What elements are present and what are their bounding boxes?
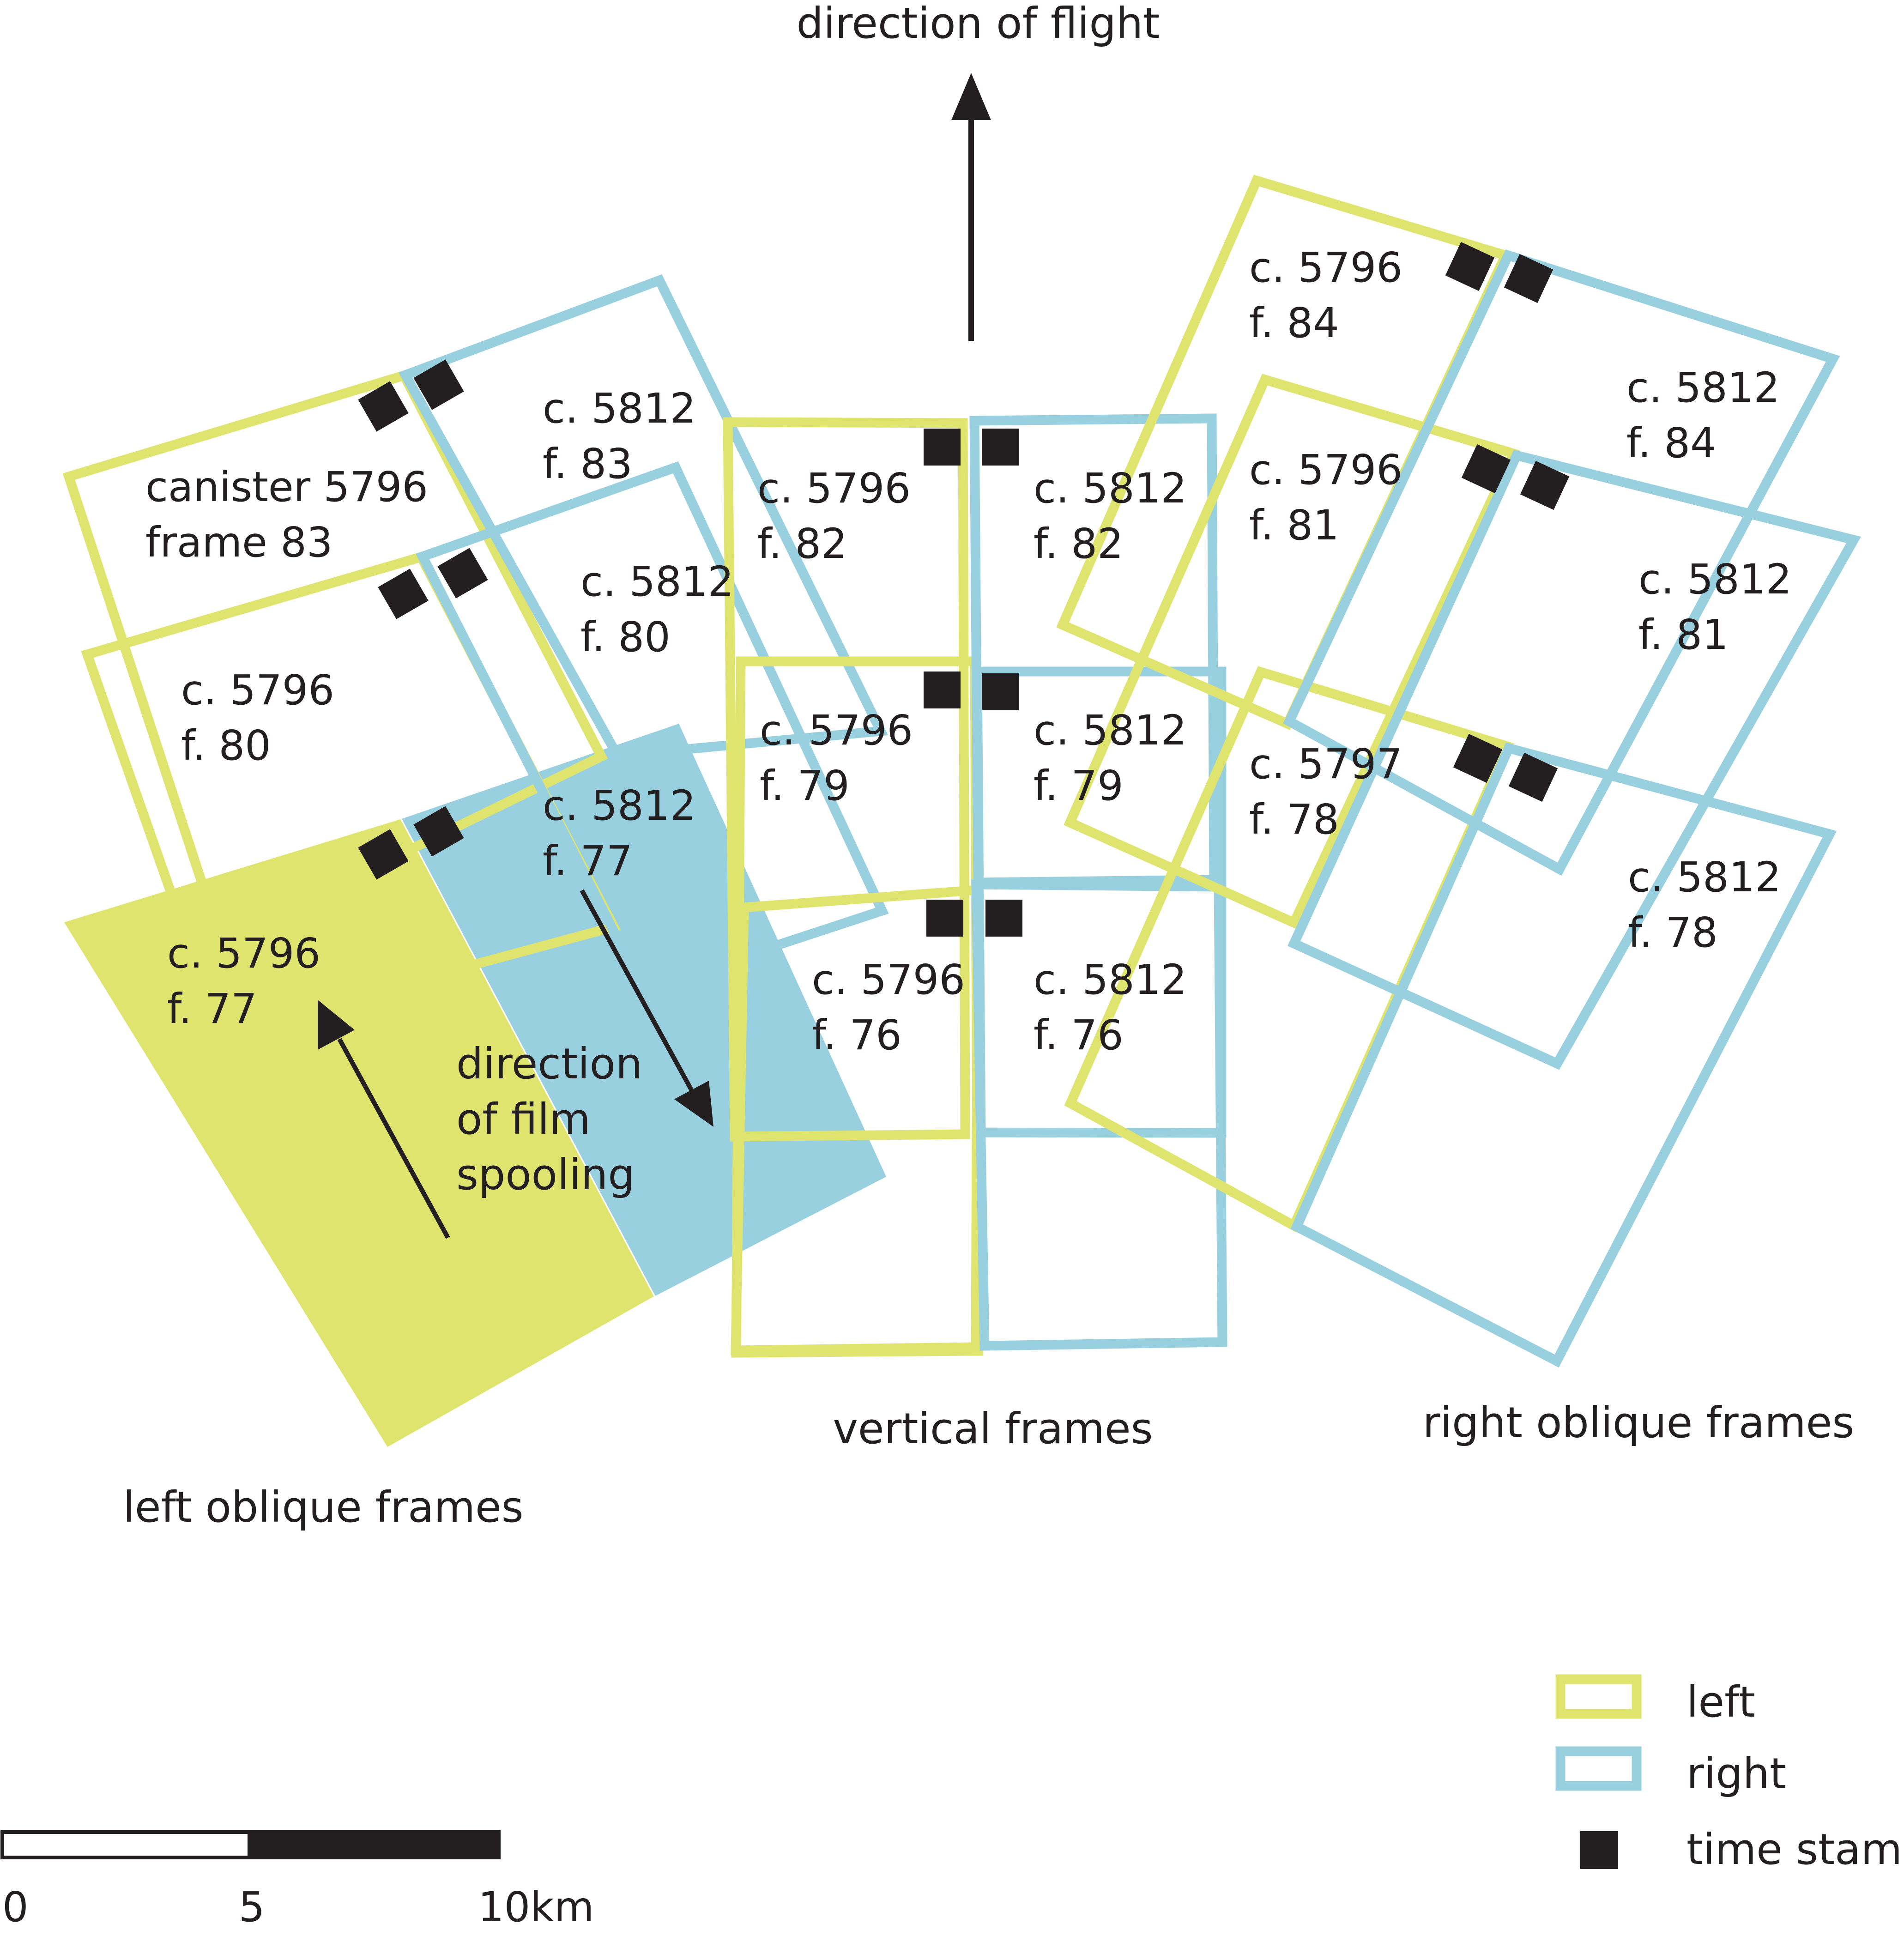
legend-left-label: left: [1686, 1677, 1755, 1727]
timestamp-marker: [1453, 733, 1503, 783]
timestamp-marker: [358, 381, 409, 432]
spooling-down-arrow: [580, 889, 713, 1127]
scale-bar: 0 5 10km: [0, 1830, 594, 1931]
timestamp-marker: [413, 806, 464, 857]
timestamp-marker: [924, 672, 961, 708]
legend-timestamp-label: time stamp: [1686, 1825, 1904, 1874]
frame-right-5812-76: [971, 879, 1227, 1351]
timestamp-marker: [1508, 752, 1558, 802]
frame-right-5812-80: [416, 461, 889, 995]
frame-right-5812-81: [1287, 449, 1861, 1070]
frame-left-5796-83: [62, 369, 608, 949]
scale-tick-10km: 10km: [478, 1883, 594, 1931]
timestamp-marker: [982, 429, 1019, 466]
timestamp-marker: [926, 900, 963, 937]
frame-right-5812-77-fill: [402, 724, 886, 1296]
scale-bar-black-segment: [248, 1830, 501, 1859]
timestamp-marker: [982, 673, 1019, 710]
flight-direction-arrow: [951, 73, 991, 341]
flight-direction-label: direction of flight: [797, 0, 1160, 48]
timestamp-marker: [437, 548, 488, 599]
legend-timestamp-swatch: [1580, 1831, 1618, 1869]
timestamp-marker: [924, 429, 961, 466]
timestamp-marker: [985, 900, 1022, 937]
frame-right-5812-83: [398, 274, 889, 761]
timestamp-marker: [358, 829, 409, 880]
scale-tick-0: 0: [2, 1883, 29, 1931]
scale-bar-white-segment: [0, 1830, 251, 1859]
legend-right-swatch: [1555, 1746, 1642, 1791]
spooling-up-arrow: [318, 1000, 450, 1239]
timestamp-marker: [413, 359, 464, 410]
legend: left right time stamp: [1555, 1674, 1904, 1874]
right-oblique-caption: right oblique frames: [1423, 1398, 1855, 1447]
timestamp-marker: [1520, 460, 1570, 510]
left-oblique-caption: left oblique frames: [123, 1482, 523, 1532]
timestamp-marker: [1445, 242, 1495, 291]
scale-tick-5: 5: [239, 1883, 265, 1931]
timestamp-marker: [378, 569, 429, 619]
frame-right-5812-84: [1283, 249, 1840, 876]
vertical-caption: vertical frames: [833, 1404, 1153, 1453]
timestamp-marker: [1504, 254, 1553, 303]
legend-left-swatch: [1555, 1674, 1642, 1719]
frame-left-5796-82: [723, 417, 970, 1142]
frame-left-5796-76: [731, 884, 983, 1355]
timestamp-marker: [1461, 444, 1511, 494]
frame-left-5796-77-fill: [64, 819, 654, 1447]
frame-right-5812-78: [1290, 742, 1837, 1368]
legend-right-label: right: [1686, 1749, 1786, 1798]
